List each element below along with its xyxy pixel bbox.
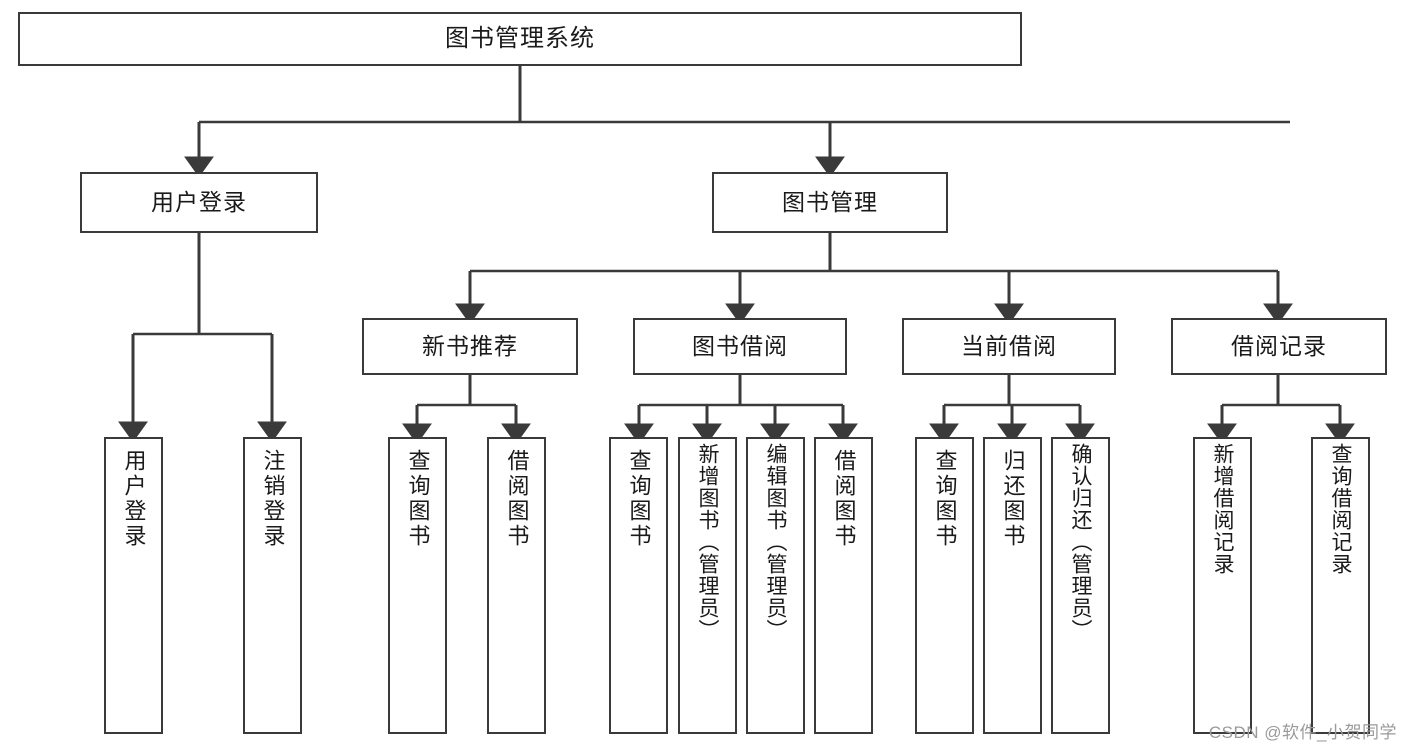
node-leaf-add-record[interactable]: 新增借阅记录 (1193, 437, 1252, 734)
node-leaf-logout-login-label: 注销登录 (260, 449, 286, 549)
node-root[interactable]: 图书管理系统 (18, 12, 1022, 66)
node-leaf-edit-book-label: 编辑图书（管理员） (764, 443, 787, 641)
node-leaf-query-book-2-label: 查询图书 (626, 449, 652, 549)
node-leaf-return-book-label: 归还图书 (1000, 449, 1026, 549)
node-leaf-borrow-book-1-label: 借阅图书 (504, 449, 530, 549)
node-borrow-record[interactable]: 借阅记录 (1171, 318, 1387, 375)
node-new-book-recommend[interactable]: 新书推荐 (362, 318, 578, 375)
node-leaf-query-record[interactable]: 查询借阅记录 (1311, 437, 1370, 734)
node-leaf-return-book[interactable]: 归还图书 (983, 437, 1042, 734)
node-leaf-query-book-2[interactable]: 查询图书 (609, 437, 668, 734)
node-leaf-query-book-3[interactable]: 查询图书 (915, 437, 974, 734)
node-new-book-recommend-label: 新书推荐 (422, 332, 518, 359)
node-leaf-query-book-1[interactable]: 查询图书 (388, 437, 447, 734)
node-leaf-query-record-label: 查询借阅记录 (1329, 443, 1352, 575)
node-user-login-label: 用户登录 (151, 188, 247, 215)
node-current-borrow[interactable]: 当前借阅 (902, 318, 1116, 375)
node-leaf-add-book-label: 新增图书（管理员） (696, 443, 719, 641)
node-user-login[interactable]: 用户登录 (80, 172, 318, 233)
node-leaf-add-record-label: 新增借阅记录 (1211, 443, 1234, 575)
node-leaf-confirm-return-label: 确认归还（管理员） (1069, 443, 1092, 641)
node-leaf-query-book-3-label: 查询图书 (932, 449, 958, 549)
node-borrow-record-label: 借阅记录 (1231, 332, 1327, 359)
node-book-manage-label: 图书管理 (782, 188, 878, 215)
node-book-borrow[interactable]: 图书借阅 (633, 318, 847, 375)
node-current-borrow-label: 当前借阅 (961, 332, 1057, 359)
node-book-borrow-label: 图书借阅 (692, 332, 788, 359)
node-leaf-add-book[interactable]: 新增图书（管理员） (678, 437, 737, 734)
node-leaf-edit-book[interactable]: 编辑图书（管理员） (746, 437, 805, 734)
node-leaf-logout-login[interactable]: 注销登录 (243, 437, 302, 734)
node-leaf-user-login-label: 用户登录 (121, 449, 147, 549)
node-leaf-borrow-book-2-label: 借阅图书 (831, 449, 857, 549)
node-root-label: 图书管理系统 (445, 24, 595, 52)
node-leaf-confirm-return[interactable]: 确认归还（管理员） (1051, 437, 1110, 734)
node-leaf-user-login[interactable]: 用户登录 (104, 437, 163, 734)
node-leaf-query-book-1-label: 查询图书 (405, 449, 431, 549)
node-leaf-borrow-book-2[interactable]: 借阅图书 (814, 437, 873, 734)
node-leaf-borrow-book-1[interactable]: 借阅图书 (487, 437, 546, 734)
csdn-watermark: CSDN @软件_小贺同学 (1208, 723, 1397, 742)
node-book-manage[interactable]: 图书管理 (712, 172, 948, 233)
